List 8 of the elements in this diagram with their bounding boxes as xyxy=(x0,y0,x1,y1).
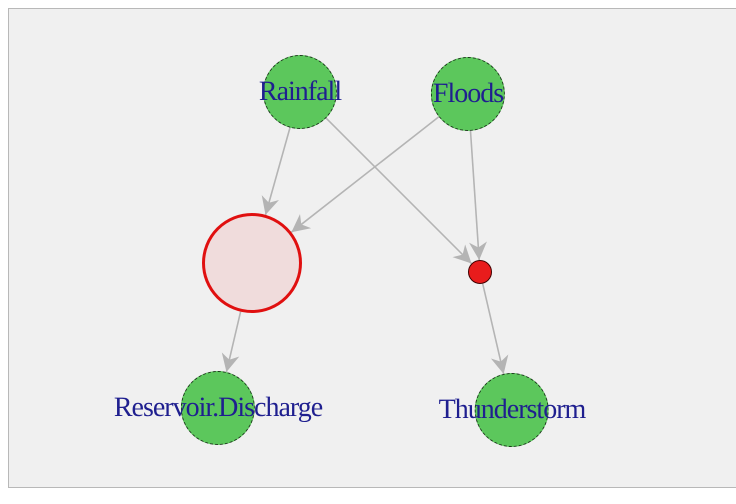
arrow xyxy=(262,127,291,216)
arrow xyxy=(469,130,487,260)
arrow xyxy=(326,118,472,264)
arrow xyxy=(222,312,242,372)
arrow xyxy=(482,284,508,374)
node-label: Floods xyxy=(432,80,504,108)
arrow xyxy=(290,116,440,233)
node-label: Thunderstorm xyxy=(438,396,586,424)
